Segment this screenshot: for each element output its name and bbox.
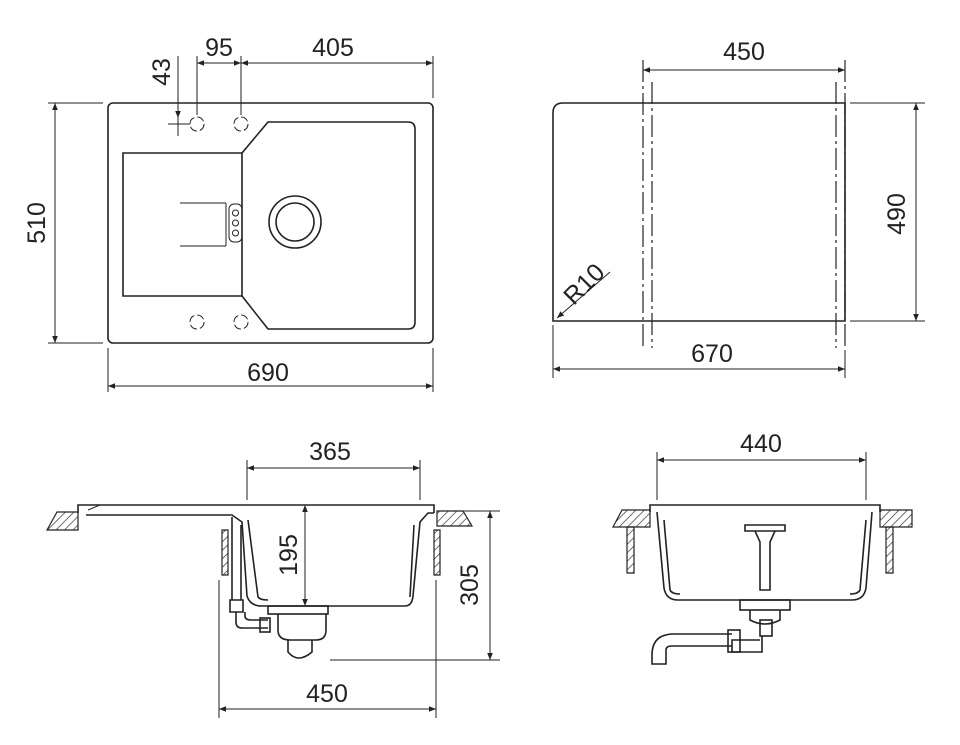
- side-section-view: 365 195 305 450: [45, 438, 500, 718]
- dim-front-bowl-width: 440: [740, 430, 782, 458]
- dim-side-bowl-width: 365: [309, 438, 351, 466]
- dim-side-total-depth: 305: [456, 564, 484, 606]
- dim-side-bowl-depth: 195: [275, 534, 303, 576]
- dim-hole-spacing: 95: [205, 34, 233, 62]
- dim-bowl-width: 405: [312, 34, 354, 62]
- dim-cutout-height: 490: [883, 193, 911, 235]
- cutout-view: 450 490 670 R10: [552, 38, 925, 378]
- top-view: 690 510 95 405 43: [23, 34, 434, 392]
- dim-hole-offset: 43: [148, 58, 176, 86]
- dim-top-width: 690: [247, 359, 289, 387]
- dim-cutout-radius: R10: [558, 258, 610, 310]
- dim-side-base-width: 450: [306, 680, 348, 708]
- dim-cutout-inner-width: 450: [723, 38, 765, 66]
- dim-top-height: 510: [23, 202, 51, 244]
- front-section-view: 440: [612, 430, 913, 665]
- dim-cutout-width: 670: [691, 340, 733, 368]
